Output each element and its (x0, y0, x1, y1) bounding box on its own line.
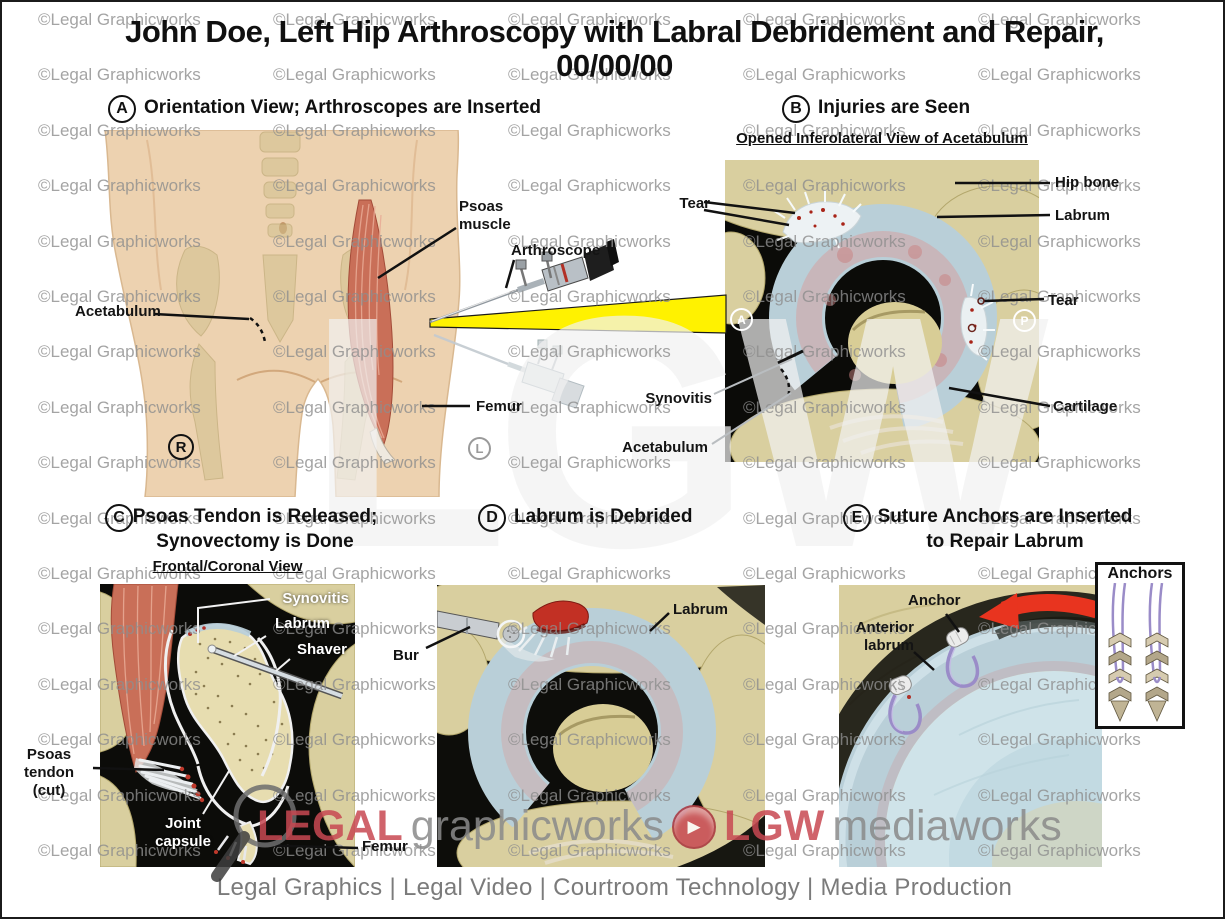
exhibit-title: John Doe, Left Hip Arthroscopy with Labr… (125, 14, 1104, 49)
panel-e-heading-line1: Suture Anchors are Inserted (877, 506, 1133, 527)
labrum-label-c: Labrum (274, 615, 330, 632)
copyright-watermark: ©Legal Graphicworks (508, 287, 671, 306)
ligament-illustration (829, 414, 964, 455)
copyright-watermark: ©Legal Graphicworks (743, 564, 906, 583)
panel-e-figure (839, 585, 1102, 867)
scope-view-beam (429, 294, 727, 334)
panel-a-figure (87, 130, 472, 497)
acetabulum-label-b: Acetabulum (622, 439, 708, 456)
panel-c-subtitle: Frontal/Coronal View (152, 558, 303, 575)
exhibit-date: 00/00/00 (556, 48, 673, 83)
rotation-arrow-icon (979, 593, 1100, 629)
panel-b-heading: Injuries are Seen (818, 97, 971, 118)
labral-tear-superior (772, 190, 862, 249)
psoas-tendon-cut-label: Psoas tendon (cut) (24, 746, 74, 799)
cartilage-label: Cartilage (1053, 398, 1118, 415)
company-logo: LEGAL graphicworks ▶ LGW mediaworks (257, 802, 1062, 851)
panel-b-figure (725, 160, 1039, 462)
copyright-watermark: ©Legal Graphicworks (508, 176, 671, 196)
play-icon: ▶ (672, 804, 717, 849)
panel-c-heading-line1: Psoas Tendon is Released; (132, 506, 378, 527)
arthroscope-label: Arthroscope (511, 242, 601, 259)
copyright-watermark: ©Legal Graphicworks (508, 120, 671, 140)
logo-legal-text: LEGAL (257, 802, 403, 850)
panel-d-letter-badge: D (478, 504, 506, 532)
anterior-labrum-label: Anterior labrum (855, 619, 914, 654)
synovitis-label-b: Synovitis (645, 390, 712, 407)
tear-label-right: Tear (1048, 292, 1079, 309)
acetabulum-ring-illustration (468, 608, 716, 856)
panel-d-heading: Labrum is Debrided (514, 506, 693, 527)
anchors-inset-title: Anchors (1107, 565, 1173, 582)
copyright-watermark: ©Legal Graphicworks (508, 342, 671, 362)
psoas-muscle-label: Psoas muscle (459, 198, 511, 233)
panel-b-subtitle: Opened Inferolateral View of Acetabulum (736, 130, 1028, 147)
footer-tagline: Legal Graphics | Legal Video | Courtroom… (216, 874, 1013, 901)
copyright-watermark: ©Legal Graphicworks (508, 564, 671, 583)
panel-b-letter-badge: B (782, 95, 810, 123)
tear-label-left: Tear (679, 195, 710, 212)
bur-tool-illustration (437, 610, 526, 649)
anchor-label: Anchor (908, 592, 961, 609)
posterior-marker: P (1013, 309, 1036, 332)
left-side-marker: L (468, 437, 491, 460)
joint-capsule-label: Joint capsule (155, 815, 211, 850)
torso-illustration (104, 130, 461, 497)
shaver-label: Shaver (296, 641, 347, 658)
panel-e-heading: Suture Anchors are Inserted to Repair La… (877, 504, 1133, 554)
acetabulum-label-a: Acetabulum (75, 303, 161, 320)
anchors-inset-box: Anchors (1095, 562, 1185, 729)
panel-c-letter-badge: C (105, 504, 133, 532)
right-side-marker: R (168, 434, 194, 460)
panel-a-letter-badge: A (108, 95, 136, 123)
logo-lgw-text: LGW (724, 802, 825, 850)
bur-label: Bur (393, 647, 419, 664)
panel-c-heading-line2: Synovectomy is Done (156, 531, 354, 552)
logo-graphicworks-text: graphicworks (410, 802, 665, 850)
panel-e-heading-line2: to Repair Labrum (926, 531, 1084, 552)
synovitis-label-c: Synovitis (282, 590, 349, 607)
hip-bone-label: Hip bone (1055, 174, 1120, 191)
panel-e-letter-badge: E (843, 504, 871, 532)
labrum-label-b: Labrum (1055, 207, 1111, 224)
anterior-marker: A (730, 308, 753, 331)
panel-a-heading: Orientation View; Arthroscopes are Inser… (144, 97, 541, 118)
femur-label-c: Femur (362, 838, 408, 855)
labrum-label-d: Labrum (673, 601, 729, 618)
anchors-inset-illustration (1108, 583, 1170, 723)
panel-c-heading: Psoas Tendon is Released; Synovectomy is… (130, 504, 380, 554)
logo-mediaworks-text: mediaworks (832, 802, 1062, 850)
femur-label-a: Femur (476, 398, 522, 415)
